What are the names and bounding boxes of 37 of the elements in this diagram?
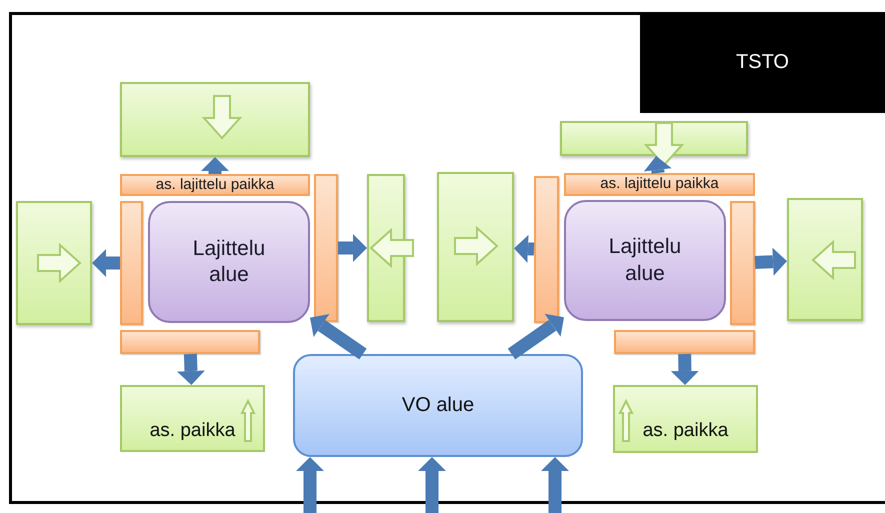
sorting-place-bar — [534, 176, 559, 323]
sorting-place-bar — [120, 330, 260, 354]
title-box — [640, 12, 885, 113]
block-arrow — [644, 155, 672, 174]
block-arrow — [296, 457, 324, 513]
block-arrow — [338, 234, 367, 262]
area-box — [120, 82, 310, 157]
sorting-area-box — [564, 200, 726, 321]
area-box — [613, 385, 758, 453]
sorting-place-bar — [120, 201, 143, 325]
area-box — [787, 198, 863, 321]
sorting-place-bar — [564, 173, 755, 196]
node-label: Lajittelu alue — [192, 236, 266, 288]
sorting-area-box — [148, 201, 310, 323]
node-label: as. lajittelu paikka — [600, 175, 719, 194]
node-label: as. paikka — [642, 419, 728, 443]
area-box — [293, 354, 583, 457]
block-arrow — [754, 248, 788, 276]
block-arrow — [670, 354, 699, 386]
area-box — [16, 201, 92, 325]
area-box — [120, 385, 265, 452]
sorting-place-bar — [120, 174, 310, 196]
node-label: as. lajittelu paikka — [156, 176, 274, 194]
block-arrow — [541, 457, 569, 513]
sorting-place-bar — [314, 174, 338, 322]
node-label: Lajittelu alue — [608, 234, 682, 286]
sorting-place-bar — [614, 330, 755, 354]
block-arrow — [176, 354, 205, 386]
node-label: as. paikka — [150, 418, 236, 442]
block-arrow — [201, 157, 229, 174]
block-arrow — [514, 234, 534, 263]
node-label: TSTO — [736, 50, 789, 75]
node-label: VO alue — [402, 393, 474, 418]
block-arrow — [92, 249, 120, 277]
block-arrow — [418, 457, 446, 513]
area-box — [437, 172, 514, 322]
sorting-place-bar — [730, 201, 755, 325]
